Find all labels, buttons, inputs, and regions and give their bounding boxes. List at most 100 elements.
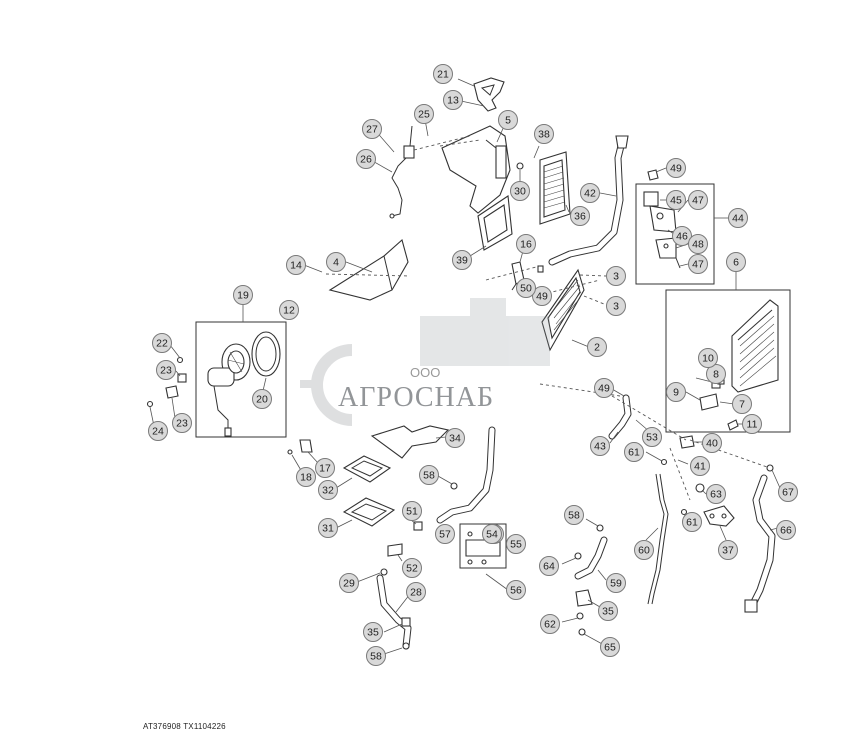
- callout-number: 52: [406, 563, 418, 575]
- callout-number: 64: [543, 561, 555, 573]
- callout-23: 23: [172, 413, 192, 433]
- callout-number: 56: [510, 585, 522, 597]
- callout-61: 61: [682, 512, 702, 532]
- callout-56: 56: [506, 580, 526, 600]
- callout-number: 51: [406, 506, 418, 518]
- callout-25: 25: [414, 104, 434, 124]
- callout-number: 28: [410, 587, 422, 599]
- callout-number: 37: [722, 545, 734, 557]
- callout-circle: [606, 266, 626, 286]
- part-44-group-box: [635, 183, 715, 285]
- callout-circle: [445, 428, 465, 448]
- callout-66: 66: [776, 520, 796, 540]
- callout-number: 34: [449, 433, 461, 445]
- callout-circle: [634, 540, 654, 560]
- callout-circle: [539, 556, 559, 576]
- watermark-brand: АГРОСНАБ: [338, 382, 494, 413]
- callout-number: 3: [613, 271, 619, 283]
- callout-circle: [698, 348, 718, 368]
- callout-number: 38: [538, 129, 550, 141]
- callout-circle: [706, 364, 726, 384]
- callout-11: 11: [742, 414, 762, 434]
- callout-circle: [156, 360, 176, 380]
- callout-circle: [688, 234, 708, 254]
- callout-58: 58: [366, 646, 386, 666]
- callout-number: 3: [613, 301, 619, 313]
- callout-number: 29: [343, 578, 355, 590]
- callout-number: 49: [536, 291, 548, 303]
- part-36-core: [539, 151, 571, 225]
- callout-circle: [498, 110, 518, 130]
- callout-57: 57: [435, 524, 455, 544]
- callout-number: 60: [638, 545, 650, 557]
- callout-49: 49: [666, 158, 686, 178]
- callout-circle: [356, 149, 376, 169]
- callout-number: 47: [692, 195, 704, 207]
- callout-number: 4: [333, 257, 339, 269]
- callout-number: 21: [437, 69, 449, 81]
- callout-number: 49: [670, 163, 682, 175]
- callout-37: 37: [718, 540, 738, 560]
- callout-32: 32: [318, 480, 338, 500]
- callout-circle: [233, 285, 253, 305]
- callout-number: 30: [514, 186, 526, 198]
- callout-circle: [363, 622, 383, 642]
- part-19-blower: [207, 343, 251, 437]
- callout-number: 19: [237, 290, 249, 302]
- part-43-hose: [608, 394, 632, 440]
- callout-58: 58: [564, 505, 584, 525]
- callout-number: 5: [505, 115, 511, 127]
- callout-number: 54: [486, 529, 498, 541]
- part-60-line: [647, 473, 669, 605]
- callout-circle: [598, 601, 618, 621]
- callout-circle: [688, 254, 708, 274]
- callout-circle: [688, 190, 708, 210]
- callout-number: 58: [423, 470, 435, 482]
- callout-circle: [726, 252, 746, 272]
- part-2-core: [541, 268, 585, 352]
- callout-circle: [776, 520, 796, 540]
- callout-number: 43: [594, 441, 606, 453]
- callout-62: 62: [540, 614, 560, 634]
- callout-circle: [279, 300, 299, 320]
- callout-circle: [564, 505, 584, 525]
- part-26-sensor: [389, 125, 415, 219]
- callout-number: 67: [782, 487, 794, 499]
- callout-number: 57: [439, 529, 451, 541]
- callout-10: 10: [698, 348, 718, 368]
- callout-circle: [690, 456, 710, 476]
- callout-17: 17: [315, 458, 335, 478]
- callout-number: 23: [160, 365, 172, 377]
- part-31-filter: [342, 497, 396, 527]
- callout-7: 7: [732, 394, 752, 414]
- callout-14: 14: [286, 255, 306, 275]
- callout-number: 58: [568, 510, 580, 522]
- callout-number: 24: [152, 426, 164, 438]
- callout-number: 50: [520, 283, 532, 295]
- callout-12: 12: [279, 300, 299, 320]
- callout-58: 58: [419, 465, 439, 485]
- callout-circle: [516, 278, 536, 298]
- callout-41: 41: [690, 456, 710, 476]
- callout-9: 9: [666, 382, 686, 402]
- callout-42: 42: [580, 183, 600, 203]
- callout-22: 22: [152, 333, 172, 353]
- callout-number: 11: [747, 419, 758, 431]
- callout-number: 32: [322, 485, 334, 497]
- callout-47: 47: [688, 190, 708, 210]
- part-37-bracket: [703, 505, 735, 527]
- callout-number: 36: [574, 211, 586, 223]
- callout-28: 28: [406, 582, 426, 602]
- callout-circle: [682, 512, 702, 532]
- callout-number: 35: [602, 606, 614, 618]
- callout-number: 45: [670, 195, 682, 207]
- callout-circle: [672, 226, 692, 246]
- callout-55: 55: [506, 534, 526, 554]
- callout-4: 4: [326, 252, 346, 272]
- callout-number: 41: [694, 461, 706, 473]
- callout-circle: [362, 119, 382, 139]
- callout-63: 63: [706, 484, 726, 504]
- callout-number: 65: [604, 642, 616, 654]
- callout-number: 31: [322, 523, 334, 535]
